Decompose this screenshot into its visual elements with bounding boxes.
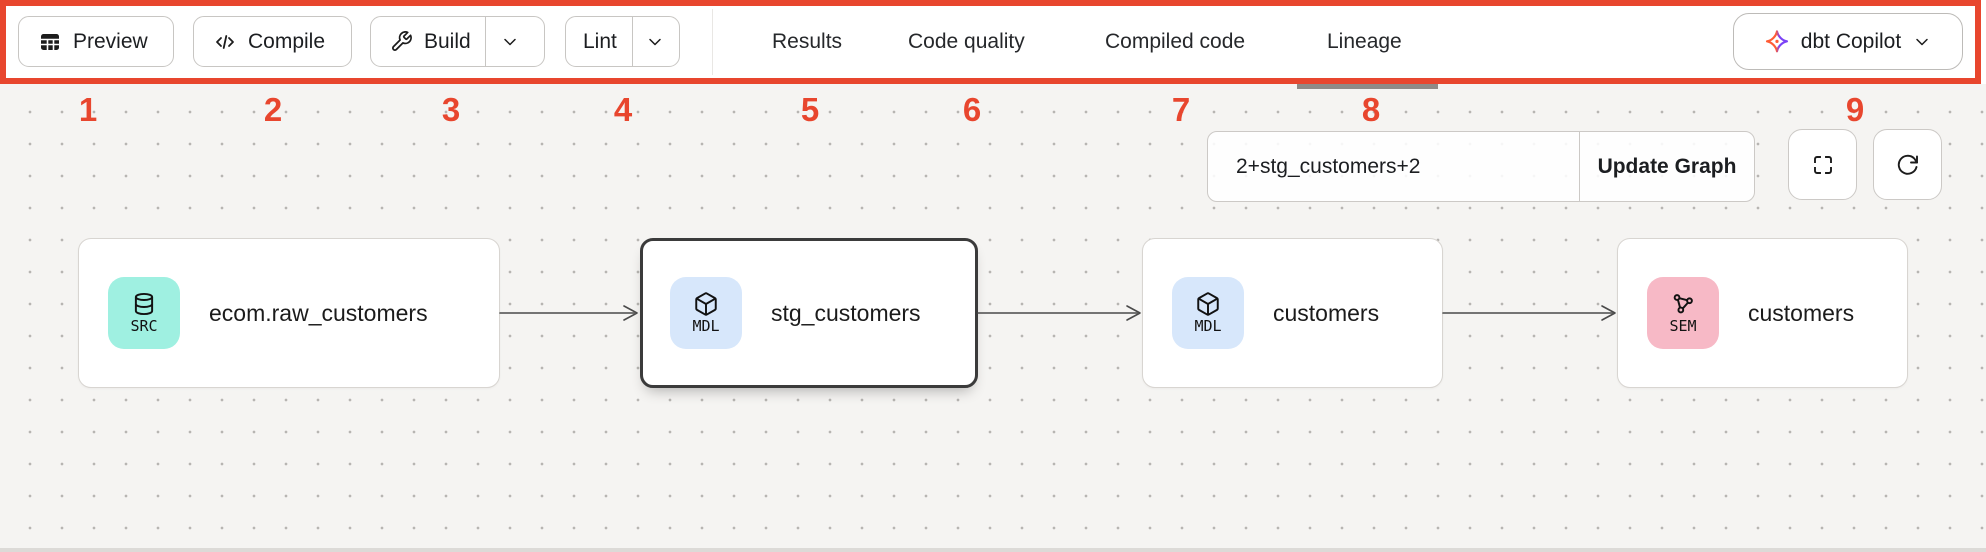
fullscreen-icon xyxy=(1813,155,1832,174)
lineage-node-customers-semantic[interactable]: SEM customers xyxy=(1617,238,1908,388)
lint-button-label: Lint xyxy=(583,29,617,53)
tab-label: Results xyxy=(772,30,843,53)
annotation-number-3: 3 xyxy=(441,91,461,128)
refresh-icon xyxy=(1897,154,1918,175)
tab-label: Lineage xyxy=(1327,30,1402,53)
dbt-copilot-button[interactable]: dbt Copilot xyxy=(1733,13,1963,70)
annotation-number-8: 8 xyxy=(1361,91,1381,128)
wrench-icon xyxy=(392,31,412,51)
lineage-node-source[interactable]: SRC ecom.raw_customers xyxy=(78,238,500,388)
annotation-number-5: 5 xyxy=(800,91,820,128)
lineage-node-customers-model[interactable]: MDL customers xyxy=(1142,238,1443,388)
table-icon xyxy=(41,33,59,50)
annotation-number-4: 4 xyxy=(613,91,633,128)
split-divider xyxy=(631,17,633,66)
update-graph-button[interactable]: Update Graph xyxy=(1580,132,1754,201)
tab-compiled-code[interactable]: Compiled code xyxy=(1105,0,1245,84)
badge-label: MDL xyxy=(692,317,720,335)
node-label: customers xyxy=(1748,299,1855,326)
database-icon xyxy=(134,292,154,316)
lint-dropdown-caret[interactable] xyxy=(633,17,678,66)
annotation-number-1: 1 xyxy=(78,91,98,128)
chevron-down-icon xyxy=(504,38,516,45)
lineage-node-stg-customers[interactable]: MDL stg_customers xyxy=(640,238,978,388)
dbt-copilot-label: dbt Copilot xyxy=(1800,29,1902,53)
badge-label: MDL xyxy=(1194,317,1222,335)
build-button-label: Build xyxy=(424,29,471,53)
node-label: stg_customers xyxy=(771,299,921,326)
chevron-down-icon xyxy=(1916,38,1928,45)
model-badge: MDL xyxy=(1172,277,1244,349)
build-dropdown-caret[interactable] xyxy=(486,17,535,66)
fullscreen-button[interactable] xyxy=(1788,129,1857,200)
cube-icon xyxy=(695,292,717,316)
tab-label: Compiled code xyxy=(1105,30,1246,53)
annotation-number-6: 6 xyxy=(962,91,982,128)
preview-button-label: Preview xyxy=(73,29,148,53)
annotation-number-7: 7 xyxy=(1171,91,1191,128)
badge-label: SRC xyxy=(130,317,158,335)
bottom-edge-strip xyxy=(0,548,1986,552)
semantic-model-badge: SEM xyxy=(1647,277,1719,349)
tab-code-quality[interactable]: Code quality xyxy=(908,0,1025,84)
tab-results[interactable]: Results xyxy=(772,0,842,84)
chevron-down-icon xyxy=(649,38,662,45)
source-badge: SRC xyxy=(108,277,180,349)
annotation-number-2: 2 xyxy=(263,91,283,128)
cube-icon xyxy=(1197,292,1219,316)
code-icon xyxy=(216,34,234,49)
active-tab-indicator xyxy=(1297,83,1438,89)
annotation-number-9: 9 xyxy=(1845,91,1865,128)
semantic-network-icon xyxy=(1673,294,1693,314)
lint-split-button[interactable]: Lint xyxy=(565,16,680,67)
refresh-button[interactable] xyxy=(1873,129,1942,200)
tab-label: Code quality xyxy=(908,30,1025,53)
tab-lineage[interactable]: Lineage xyxy=(1327,0,1402,84)
badge-label: SEM xyxy=(1669,317,1697,335)
compile-button-label: Compile xyxy=(248,29,326,53)
toolbar-separator xyxy=(712,9,713,75)
lineage-selector-input[interactable] xyxy=(1208,132,1579,201)
selector-divider xyxy=(1579,132,1580,201)
lineage-selector-group: Update Graph xyxy=(1207,131,1755,202)
dbt-copilot-icon xyxy=(1765,29,1788,52)
toolbar: Preview Compile Build xyxy=(0,0,1986,84)
node-label: ecom.raw_customers xyxy=(209,299,428,326)
preview-button[interactable]: Preview xyxy=(18,16,174,67)
compile-button[interactable]: Compile xyxy=(193,16,352,67)
split-divider xyxy=(484,17,486,66)
model-badge: MDL xyxy=(670,277,742,349)
node-label: customers xyxy=(1273,299,1380,326)
build-split-button[interactable]: Build xyxy=(370,16,545,67)
